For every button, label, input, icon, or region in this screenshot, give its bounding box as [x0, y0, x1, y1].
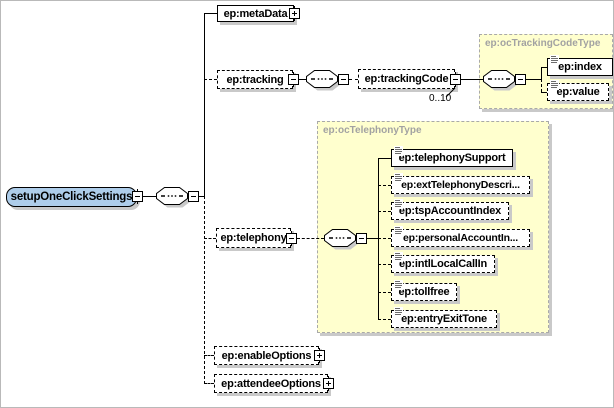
text-content-icon	[550, 55, 559, 65]
connector-value-branch-v	[541, 79, 542, 92]
sequence-connector-telephonytype[interactable]	[324, 229, 360, 251]
connector-child-telephonysupport	[378, 158, 391, 159]
connector-child-intllocalcallin	[378, 264, 391, 265]
connector-telephony-to-seq	[297, 238, 324, 239]
element-tspaccountindex-label: ep:tspAccountIndex	[398, 205, 502, 217]
element-personalaccountin-label: ep:personalAccountIn...	[403, 232, 518, 244]
element-value[interactable]: ep:value	[547, 80, 609, 101]
element-trackingcode[interactable]: ep:trackingCode	[358, 69, 455, 89]
trackingcodetype-sequence-collapse-button[interactable]	[515, 74, 526, 85]
sequence-connector-trackingcodetype[interactable]	[483, 70, 519, 92]
element-intllocalcallin-label: ep:intlLocalCallIn	[398, 258, 488, 270]
element-enableoptions[interactable]: ep:enableOptions	[214, 346, 319, 365]
element-telephony[interactable]: ep:telephony	[216, 228, 291, 248]
connector-tracking-to-seq	[299, 79, 306, 80]
text-content-icon	[394, 226, 403, 236]
element-attendeeoptions-label: ep:attendeeOptions	[221, 377, 321, 390]
connector-type-seq-out	[526, 79, 541, 80]
element-tollfree[interactable]: ep:tollfree	[391, 280, 457, 301]
connector-trunk-dashed	[204, 196, 205, 384]
connector-root-to-seq	[143, 196, 156, 197]
element-telephonysupport[interactable]: ep:telephonySupport	[391, 146, 513, 167]
tracking-sequence-collapse-button[interactable]	[338, 74, 349, 85]
element-intllocalcallin[interactable]: ep:intlLocalCallIn	[391, 252, 495, 273]
element-tollfree-label: ep:tollfree	[398, 286, 450, 298]
text-content-icon	[394, 173, 403, 183]
element-telephony-label: ep:telephony	[220, 232, 287, 244]
connector-tracking	[204, 79, 217, 80]
connector-child-tollfree	[378, 292, 391, 293]
connector-trunk-solid	[204, 13, 205, 196]
group-label-octrackingcodetype: ep:ocTrackingCodeType	[485, 38, 601, 49]
root-sequence-collapse-button[interactable]	[188, 191, 199, 202]
root-element[interactable]: setupOneClickSettings	[6, 187, 137, 207]
connector-enableoptions	[204, 355, 214, 356]
occurrence-pointer-line	[445, 87, 456, 98]
connector-index-branch-v	[541, 67, 542, 79]
element-tracking-label: ep:tracking	[226, 73, 284, 86]
element-entryexittone-label: ep:entryExitTone	[401, 313, 487, 325]
connector-value-branch-h	[541, 92, 547, 93]
text-content-icon	[394, 146, 403, 156]
connector-seq-to-trackingcode	[349, 79, 358, 80]
element-enableoptions-label: ep:enableOptions	[221, 349, 312, 362]
connector-seq-to-trunk	[199, 196, 205, 197]
text-content-icon	[550, 80, 559, 90]
element-personalaccountin[interactable]: ep:personalAccountIn...	[391, 226, 530, 247]
element-exttelephonydescr[interactable]: ep:extTelephonyDescri...	[391, 173, 530, 194]
element-metadata[interactable]: ep:metaData	[217, 5, 294, 22]
connector-metadata	[204, 13, 217, 14]
connector-child-tspaccountindex	[378, 211, 391, 212]
tracking-collapse-button[interactable]	[288, 72, 299, 87]
element-value-label: ep:value	[556, 86, 600, 98]
connector-child-exttelephonydescr	[378, 185, 391, 186]
element-entryexittone[interactable]: ep:entryExitTone	[391, 307, 497, 328]
connector-child-entryexittone	[378, 319, 391, 320]
connector-trackingcode-to-type	[461, 79, 483, 80]
text-content-icon	[394, 252, 403, 262]
element-attendeeoptions[interactable]: ep:attendeeOptions	[214, 374, 328, 393]
sequence-connector-root[interactable]	[156, 187, 192, 209]
element-tracking[interactable]: ep:tracking	[217, 70, 293, 89]
element-metadata-label: ep:metaData	[223, 7, 288, 20]
element-index-label: ep:index	[558, 61, 602, 73]
connector-child-personalaccountin	[378, 238, 391, 239]
text-content-icon	[394, 307, 403, 317]
telephonytype-sequence-collapse-button[interactable]	[356, 233, 367, 244]
enableoptions-expand-button[interactable]	[314, 348, 325, 363]
root-element-label: setupOneClickSettings	[10, 191, 133, 203]
connector-telephony-seq-out	[367, 238, 378, 239]
element-exttelephonydescr-label: ep:extTelephonyDescri...	[401, 179, 520, 191]
connector-telephony	[204, 238, 216, 239]
attendeeoptions-expand-button[interactable]	[323, 376, 334, 391]
element-trackingcode-label: ep:trackingCode	[364, 73, 449, 85]
element-telephonysupport-label: ep:telephonySupport	[398, 152, 506, 164]
text-content-icon	[394, 280, 403, 290]
root-collapse-button[interactable]	[132, 189, 143, 204]
sequence-connector-tracking[interactable]	[306, 70, 342, 92]
occurrence-label: 0..10	[429, 93, 452, 104]
connector-attendeeoptions	[204, 383, 214, 384]
metadata-expand-button[interactable]	[289, 6, 300, 21]
text-content-icon	[394, 199, 403, 209]
telephony-collapse-button[interactable]	[286, 231, 297, 246]
connector-index-branch-h	[541, 67, 547, 68]
element-tspaccountindex[interactable]: ep:tspAccountIndex	[391, 199, 509, 220]
element-index[interactable]: ep:index	[547, 55, 613, 76]
group-label-octelephonytype: ep:ocTelephonyType	[323, 125, 422, 136]
trackingcode-collapse-button[interactable]	[450, 72, 461, 87]
